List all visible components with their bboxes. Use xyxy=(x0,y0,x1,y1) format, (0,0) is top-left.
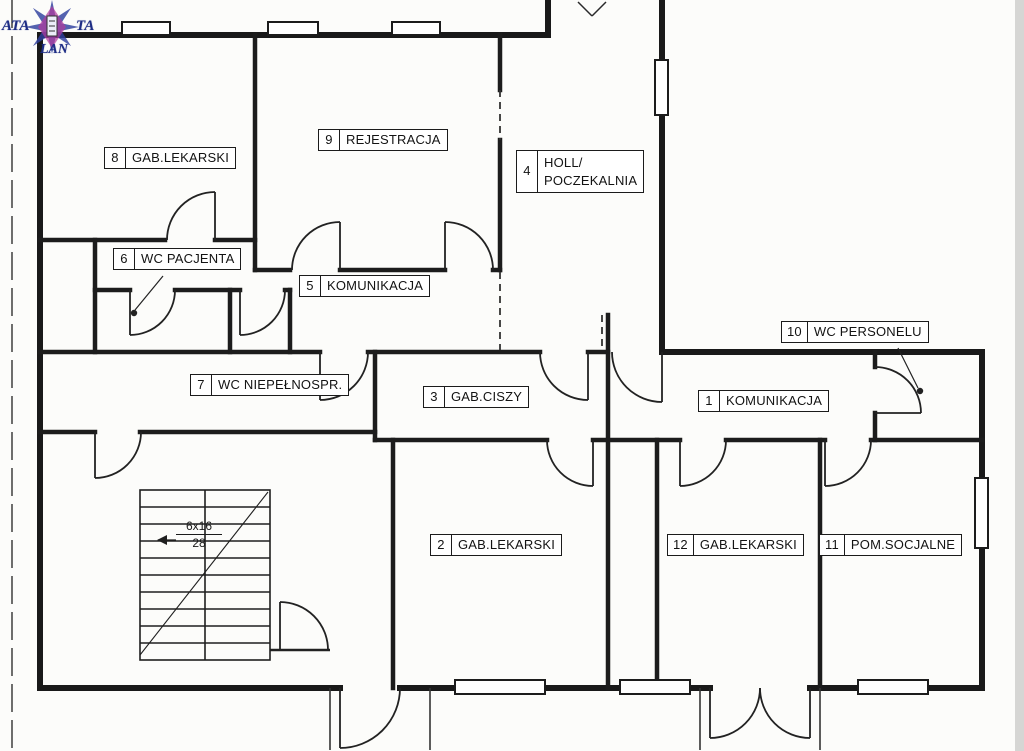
room-label-10: 10 WC PERSONELU xyxy=(781,321,929,344)
room-name: WC PERSONELU xyxy=(813,324,922,339)
porch-lines xyxy=(329,688,821,750)
stair-rise-label: 28 xyxy=(192,536,206,550)
room-label-1: 1 KOMUNIKACJA xyxy=(698,390,830,413)
room-name: GAB.LEKARSKI xyxy=(699,537,797,552)
room-number: 1 xyxy=(699,391,720,412)
room-name: KOMUNIKACJA xyxy=(726,393,823,408)
room-number: 10 xyxy=(782,322,808,343)
logo: ATA TA LAN xyxy=(0,0,120,70)
room-label-2: 2 GAB.LEKARSKI xyxy=(430,534,563,557)
room-name: POM.SOCJALNE xyxy=(850,537,956,552)
room-name: WC NIEPEŁNOSPR. xyxy=(218,377,343,392)
exterior-walls xyxy=(37,0,985,691)
room-name: WC PACJENTA xyxy=(141,251,235,266)
room-label-11: 11 POM.SOCJALNE xyxy=(819,534,963,557)
room-number: 12 xyxy=(668,535,694,556)
room-number: 6 xyxy=(114,249,135,270)
stair-steps-label: 6x16 xyxy=(176,519,222,535)
room-number: 7 xyxy=(191,375,212,396)
room-number: 9 xyxy=(319,130,340,151)
scan-edge-strip xyxy=(1015,0,1024,751)
room-number: 11 xyxy=(820,535,845,556)
logo-text-right: TA xyxy=(76,18,95,34)
room-name: REJESTRACJA xyxy=(346,132,441,147)
room-name: HOLL/ POCZEKALNIA xyxy=(544,155,638,188)
logo-text-bottom: LAN xyxy=(40,42,68,57)
leader-lines xyxy=(130,275,924,395)
room-number: 5 xyxy=(300,276,321,297)
top-notch-mark xyxy=(577,1,607,17)
windows xyxy=(121,21,989,695)
room-label-3: 3 GAB.CISZY xyxy=(423,386,530,409)
logo-star-icon xyxy=(25,0,79,54)
room-label-7: 7 WC NIEPEŁNOSPR. xyxy=(190,374,350,397)
room-name: GAB.LEKARSKI xyxy=(458,537,556,552)
stairs xyxy=(139,489,271,661)
doors xyxy=(94,191,922,749)
stair-annotation: 6x16 28 xyxy=(176,519,222,550)
room-label-8: 8 GAB.LEKARSKI xyxy=(104,147,237,170)
opening-dashes xyxy=(499,90,603,350)
room-label-9: 9 REJESTRACJA xyxy=(318,129,448,152)
room-name: GAB.CISZY xyxy=(451,389,523,404)
room-number: 3 xyxy=(424,387,445,408)
room-number: 2 xyxy=(431,535,452,556)
room-number: 8 xyxy=(105,148,126,169)
room-name: GAB.LEKARSKI xyxy=(132,150,230,165)
interior-walls xyxy=(37,32,985,691)
room-label-12: 12 GAB.LEKARSKI xyxy=(667,534,804,557)
logo-text-left: ATA xyxy=(2,18,30,34)
room-label-5: 5 KOMUNIKACJA xyxy=(299,275,431,298)
room-number: 4 xyxy=(517,151,538,193)
room-label-4: 4 HOLL/ POCZEKALNIA xyxy=(516,150,645,194)
room-name: KOMUNIKACJA xyxy=(327,278,424,293)
room-label-6: 6 WC PACJENTA xyxy=(113,248,242,271)
